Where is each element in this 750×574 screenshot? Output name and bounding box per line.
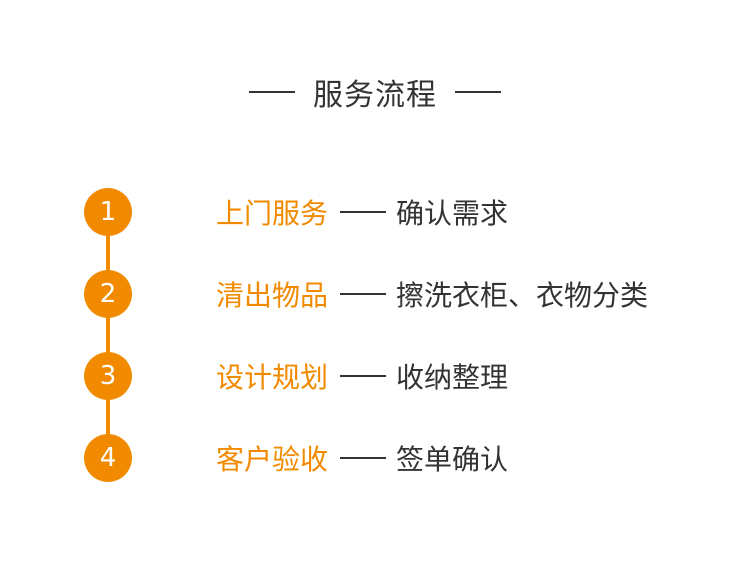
step-divider	[340, 211, 387, 213]
step-description: 签单确认	[396, 443, 509, 476]
step-text: 清出物品 擦洗衣柜、衣物分类	[216, 270, 648, 318]
step-2: 2 清出物品 擦洗衣柜、衣物分类	[84, 270, 704, 318]
step-divider	[340, 375, 387, 377]
section-title: 服务流程	[313, 78, 437, 113]
step-number-badge: 3	[84, 352, 132, 400]
header-left-divider	[249, 91, 295, 93]
step-description: 收纳整理	[396, 361, 509, 394]
step-text: 上门服务 确认需求	[216, 188, 508, 236]
step-number-badge: 2	[84, 270, 132, 318]
header-right-divider	[455, 91, 501, 93]
step-description: 擦洗衣柜、衣物分类	[396, 279, 649, 312]
step-text: 设计规划 收纳整理	[216, 352, 508, 400]
step-title: 清出物品	[216, 279, 329, 312]
step-divider	[340, 457, 387, 459]
step-title: 客户验收	[216, 443, 329, 476]
step-1: 1 上门服务 确认需求	[84, 188, 704, 236]
step-4: 4 客户验收 签单确认	[84, 434, 704, 482]
step-divider	[340, 293, 387, 295]
step-text: 客户验收 签单确认	[216, 434, 508, 482]
timeline-connector	[106, 212, 110, 458]
step-description: 确认需求	[396, 197, 509, 230]
step-3: 3 设计规划 收纳整理	[84, 352, 704, 400]
step-title: 上门服务	[216, 197, 329, 230]
step-number-badge: 1	[84, 188, 132, 236]
section-header: 服务流程	[0, 70, 750, 114]
step-number-badge: 4	[84, 434, 132, 482]
step-title: 设计规划	[216, 361, 329, 394]
